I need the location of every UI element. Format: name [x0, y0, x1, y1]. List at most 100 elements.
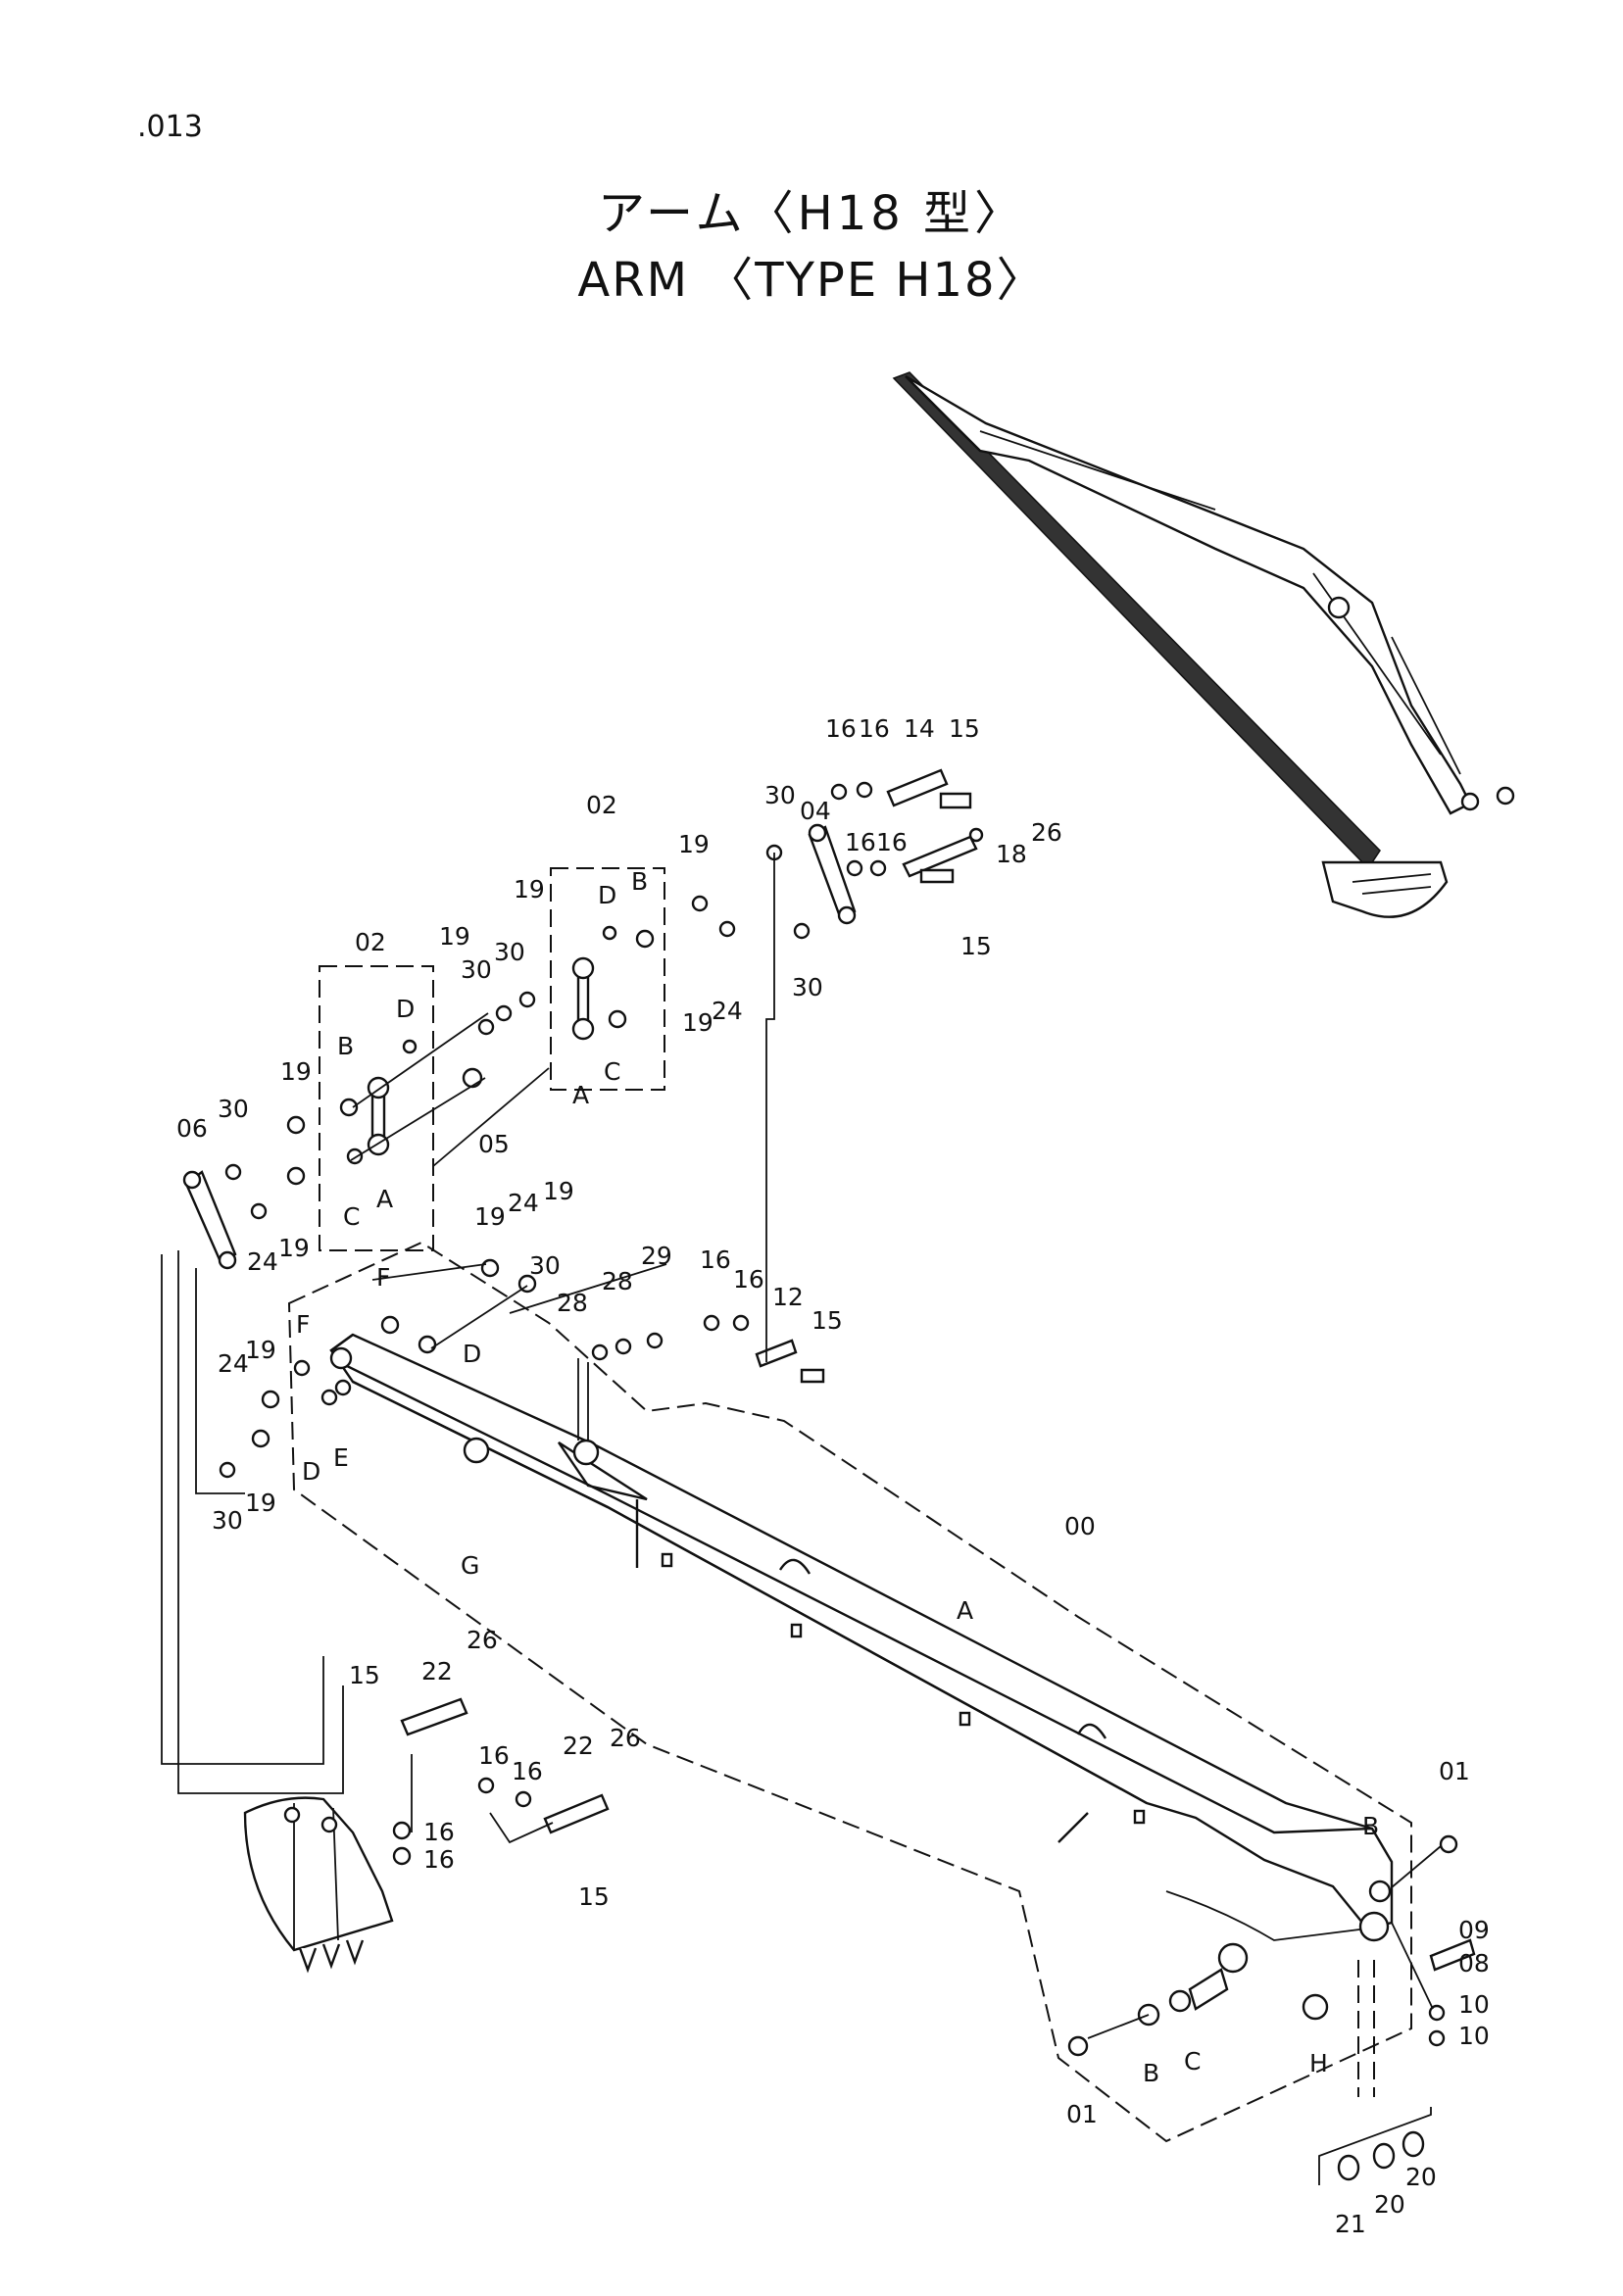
- callout-08: 08: [1458, 1949, 1490, 1978]
- callout-15: 15: [949, 714, 980, 743]
- page-number: .013: [137, 110, 203, 144]
- callout-19: 19: [682, 1008, 713, 1037]
- callout-19: 19: [678, 830, 710, 858]
- ref-letter-e: E: [333, 1443, 349, 1472]
- callout-28: 28: [602, 1267, 633, 1295]
- callout-29: 29: [641, 1242, 672, 1270]
- link-02-right: [550, 867, 665, 1091]
- bolt-15-top: [939, 792, 972, 809]
- callout-19: 19: [514, 875, 545, 904]
- pin-18: [902, 835, 978, 878]
- link-02-left: [319, 965, 434, 1251]
- callout-19: 19: [245, 1489, 276, 1517]
- callout-18: 18: [996, 840, 1027, 868]
- ref-letter-f: F: [376, 1263, 390, 1292]
- excavator-overview-illustration: [892, 371, 1515, 918]
- callout-01: 01: [1439, 1757, 1470, 1785]
- callout-04: 04: [800, 797, 831, 825]
- callout-22: 22: [421, 1657, 453, 1685]
- overview-arm: [892, 371, 1381, 870]
- callout-15: 15: [960, 932, 992, 960]
- callout-30: 30: [461, 955, 492, 984]
- title-english: ARM 〈TYPE H18〉: [577, 253, 1046, 308]
- callout-16: 16: [845, 828, 876, 856]
- callout-15: 15: [578, 1882, 610, 1911]
- callout-24: 24: [247, 1247, 278, 1276]
- callout-15: 15: [812, 1306, 843, 1335]
- callout-24: 24: [508, 1189, 539, 1217]
- ref-letter-d: D: [396, 995, 415, 1023]
- ref-letter-a: A: [957, 1596, 973, 1625]
- callout-16: 16: [825, 714, 857, 743]
- callout-16: 16: [700, 1246, 731, 1274]
- callout-26: 26: [1031, 818, 1062, 847]
- pin-14: [886, 768, 949, 807]
- ref-letter-d: D: [598, 881, 616, 909]
- callout-21: 21: [1335, 2210, 1366, 2238]
- callout-06: 06: [176, 1114, 208, 1143]
- assembly-outline-00: [287, 1241, 1412, 2143]
- callout-19: 19: [474, 1202, 506, 1231]
- callout-26: 26: [610, 1724, 641, 1752]
- pin-12: [755, 1339, 798, 1368]
- callout-16: 16: [859, 714, 890, 743]
- callout-16: 16: [733, 1265, 764, 1294]
- overview-boom: [905, 374, 1472, 815]
- callout-16: 16: [423, 1818, 455, 1846]
- callout-30: 30: [218, 1095, 249, 1123]
- callout-12: 12: [772, 1283, 804, 1311]
- callout-16: 16: [512, 1757, 543, 1785]
- callout-30: 30: [529, 1251, 561, 1280]
- bucket-illustration: [243, 1796, 394, 1974]
- callout-19: 19: [439, 922, 470, 951]
- callout-20: 20: [1405, 2163, 1437, 2191]
- callout-14: 14: [904, 714, 935, 743]
- ref-letter-d: D: [463, 1340, 481, 1368]
- callout-19: 19: [278, 1234, 310, 1262]
- callout-01: 01: [1066, 2100, 1098, 2128]
- callout-16: 16: [423, 1845, 455, 1874]
- callout-30: 30: [494, 938, 525, 966]
- ref-letter-g: G: [461, 1551, 479, 1580]
- callout-19: 19: [543, 1177, 574, 1205]
- pin-22-upper: [400, 1697, 468, 1736]
- callout-16: 16: [876, 828, 908, 856]
- callout-10: 10: [1458, 1990, 1490, 2019]
- title-japanese: アーム〈H18 型〉: [597, 186, 1026, 241]
- overview-bucket: [1321, 860, 1449, 918]
- callout-24: 24: [712, 997, 743, 1025]
- callout-00: 00: [1064, 1512, 1096, 1540]
- callout-20: 20: [1374, 2190, 1405, 2219]
- callout-26: 26: [467, 1626, 498, 1654]
- callout-10: 10: [1458, 2022, 1490, 2050]
- pin-c: [1188, 1968, 1229, 2011]
- callout-02: 02: [355, 928, 386, 956]
- callout-28: 28: [557, 1289, 588, 1317]
- callout-05: 05: [478, 1130, 510, 1158]
- callout-30: 30: [792, 973, 823, 1001]
- callout-16: 16: [478, 1741, 510, 1770]
- ref-letter-a: A: [376, 1185, 393, 1213]
- ref-letter-h: H: [1309, 2049, 1328, 2077]
- pin-22-lower: [543, 1793, 610, 1834]
- ref-letter-c: C: [343, 1202, 360, 1231]
- ref-letter-d: D: [302, 1457, 320, 1486]
- arm-body: [329, 1333, 1394, 1974]
- callout-24: 24: [218, 1349, 249, 1378]
- callout-19: 19: [245, 1336, 276, 1364]
- callout-30: 30: [212, 1506, 243, 1535]
- callout-15: 15: [349, 1661, 380, 1689]
- callout-02: 02: [586, 791, 617, 819]
- ref-letter-b: B: [1362, 1812, 1379, 1840]
- callout-09: 09: [1458, 1916, 1490, 1944]
- ref-letter-c: C: [1184, 2047, 1201, 2076]
- ref-letter-b: B: [1143, 2059, 1159, 2087]
- callout-30: 30: [764, 781, 796, 809]
- ref-letter-f: F: [296, 1310, 310, 1339]
- callout-22: 22: [563, 1732, 594, 1760]
- ref-letter-c: C: [604, 1057, 620, 1086]
- ref-letter-b: B: [631, 867, 648, 896]
- ref-letter-a: A: [572, 1081, 589, 1109]
- ref-letter-b: B: [337, 1032, 354, 1060]
